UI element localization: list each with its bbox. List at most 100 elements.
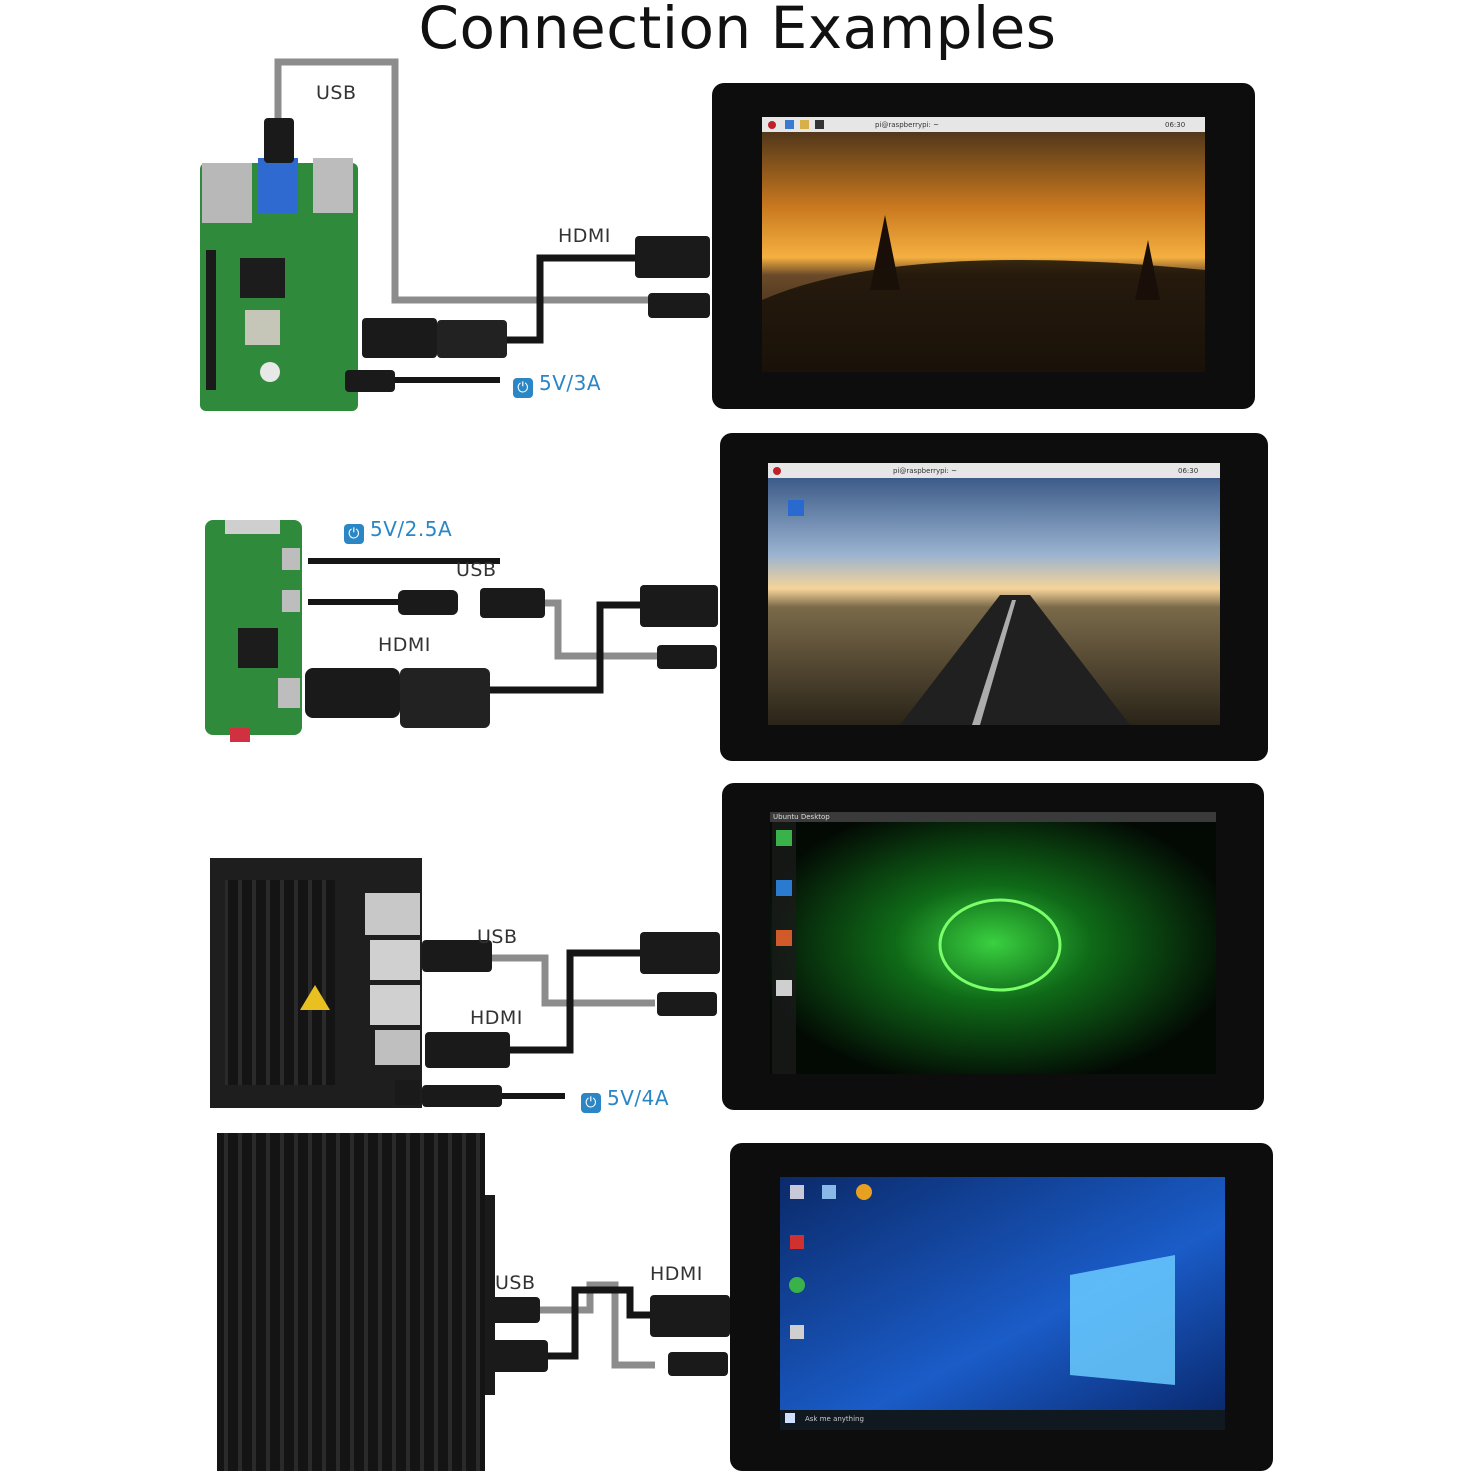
raspberry-pi-4b-board — [200, 158, 358, 411]
section-mini-pc — [217, 1133, 1273, 1471]
micro-usb-otg-port — [282, 590, 300, 612]
taskbar-1 — [762, 117, 1205, 132]
usb-plug-3 — [422, 940, 492, 972]
usb-plug-display-1 — [648, 293, 710, 318]
warning-icon — [300, 985, 330, 1010]
raspberry-menu-icon — [768, 121, 776, 129]
dc-barrel-jack — [395, 1080, 420, 1105]
usb-cable-1 — [274, 58, 650, 304]
display-1 — [712, 83, 1255, 409]
soc-chip — [240, 258, 285, 298]
ethernet-port — [202, 163, 252, 223]
folder-icon — [800, 120, 809, 129]
taskbar-2 — [768, 463, 1220, 478]
power-text-1: 5V/3A — [539, 371, 602, 395]
power-icon: ⏻ — [344, 524, 364, 544]
clock-1: 06:30 — [1165, 121, 1186, 129]
hdmi-label-4: HDMI — [650, 1263, 703, 1285]
usb-cable-4 — [540, 1281, 655, 1369]
usb-plug-4 — [485, 1297, 540, 1323]
hdmi-plug-3 — [425, 1032, 510, 1068]
hdmi-cable-2 — [490, 601, 642, 694]
barrel-plug — [422, 1085, 502, 1107]
usb-plug-display-3 — [657, 992, 717, 1016]
usb-cable-3 — [492, 954, 655, 1007]
usb-label-4: USB — [495, 1272, 536, 1294]
section-raspberry-pi-zero — [205, 433, 1268, 761]
section-jetson-nano — [210, 783, 1264, 1110]
power-text-2: 5V/2.5A — [370, 517, 453, 541]
hdmi-cable-1 — [505, 254, 635, 344]
raspberry-menu-icon-2 — [773, 467, 781, 475]
hdmi-label-1: HDMI — [558, 225, 611, 247]
sd-card — [230, 728, 250, 742]
jetson-usb-port-2 — [370, 985, 420, 1025]
usb-plug-1 — [264, 118, 294, 163]
ubuntu-launcher — [772, 822, 796, 1074]
hdmi-label-3: HDMI — [470, 1007, 523, 1029]
windows-start-icon — [785, 1413, 795, 1423]
usb-cable-2 — [545, 599, 660, 660]
power-label-2: ⏻ 5V/2.5A — [344, 517, 452, 544]
windows-search-text: Ask me anything — [805, 1415, 864, 1423]
usb-label-1: USB — [316, 82, 357, 104]
micro-hdmi-adapter-1 — [362, 318, 437, 358]
page-title: Connection Examples — [418, 0, 1057, 62]
windows-taskbar — [780, 1410, 1225, 1430]
power-label-1: ⏻ 5V/3A — [513, 371, 601, 398]
zero-soc-chip — [238, 628, 278, 668]
jetson-nano-board — [210, 858, 422, 1108]
hdmi-plug-2 — [400, 668, 490, 728]
raspberry-pi-zero-board — [205, 520, 302, 742]
camera-connector — [225, 520, 280, 534]
hdmi-plug-display-3 — [640, 932, 720, 974]
jetson-hdmi-port — [375, 1030, 420, 1065]
mini-pc-case — [217, 1133, 495, 1471]
heatsink — [225, 880, 335, 1085]
usbc-plug-1 — [345, 370, 395, 392]
taskbar-text-2: pi@raspberrypi: ~ — [893, 467, 958, 475]
section-raspberry-pi-4b — [200, 58, 1255, 411]
micro-usb-power-port — [282, 548, 300, 570]
mini-hdmi-adapter — [305, 668, 400, 718]
windows-logo — [1070, 1255, 1175, 1385]
raspberry-logo — [260, 362, 280, 382]
hdmi-plug-display-2 — [640, 585, 718, 627]
power-icon: ⏻ — [513, 378, 533, 398]
display-3 — [722, 783, 1264, 1110]
jetson-ethernet-port — [365, 893, 420, 935]
power-text-3: 5V/4A — [607, 1086, 670, 1110]
usb-label-3: USB — [477, 926, 518, 948]
ubuntu-topbar — [770, 812, 1216, 822]
clock-2: 06:30 — [1178, 467, 1199, 475]
usb-label-2: USB — [456, 559, 497, 581]
power-icon: ⏻ — [581, 1093, 601, 1113]
display-2 — [720, 433, 1268, 761]
browser-icon — [785, 120, 794, 129]
power-label-3: ⏻ 5V/4A — [581, 1086, 669, 1113]
usb-plug-2 — [480, 588, 545, 618]
jetson-usb-port-1 — [370, 940, 420, 980]
road-surface — [900, 595, 1130, 725]
hdmi-plug-display-1 — [635, 236, 710, 278]
display-4 — [730, 1143, 1273, 1471]
hdmi-plug-4 — [488, 1340, 548, 1372]
usb-plug-display-4 — [668, 1352, 728, 1376]
hdmi-cable-4 — [548, 1286, 650, 1360]
usb3-port — [258, 158, 298, 213]
usb-otg-adapter — [398, 590, 458, 615]
mini-hdmi-port — [278, 678, 300, 708]
gpio-header — [206, 250, 216, 390]
memory-chip — [245, 310, 280, 345]
hdmi-plug-1 — [437, 320, 507, 358]
usb-plug-display-2 — [657, 645, 717, 669]
trash-icon — [788, 500, 804, 516]
nvidia-eye-logo — [938, 898, 1062, 992]
hdmi-cable-3 — [510, 949, 640, 1054]
ubuntu-window-title: Ubuntu Desktop — [773, 813, 830, 821]
terminal-icon — [815, 120, 824, 129]
hdmi-plug-display-4 — [650, 1295, 730, 1337]
usb2-port — [313, 158, 353, 213]
hdmi-label-2: HDMI — [378, 634, 431, 656]
